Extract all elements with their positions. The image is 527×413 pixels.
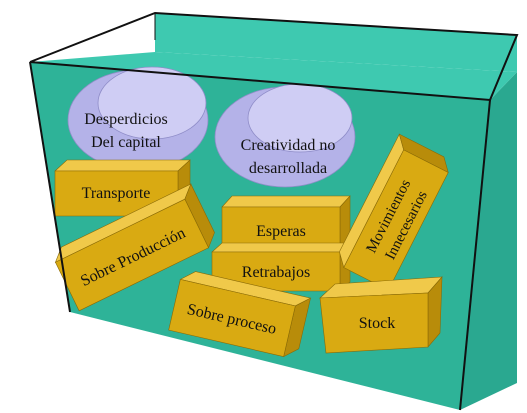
cylinder-capital-label-line-2: Del capital: [91, 134, 161, 151]
cylinder-creatividad: Creatividad no desarrollada: [214, 83, 356, 188]
brick-esperas-label: Esperas: [256, 223, 306, 240]
brick-sobre-produccion: Sobre Producción: [54, 183, 215, 312]
brick-stock-front: [319, 292, 429, 354]
brick-movimientos: Movimientos Innecesarios: [339, 133, 449, 291]
brick-stock: Stock: [319, 276, 443, 354]
brick-sobre-produccion-front: [55, 198, 209, 312]
water-right-face: [460, 72, 517, 410]
water-surface: [30, 52, 517, 100]
cylinder-capital: Desperdicios Del capital: [67, 66, 209, 171]
water-back-wall: [155, 13, 517, 72]
glass-top-rim: [29, 11, 519, 102]
brick-transporte-label: Transporte: [82, 185, 151, 202]
glass-tank-outline: [29, 11, 519, 411]
cylinder-capital-top: [97, 66, 207, 140]
brick-retrabajos-top: [211, 242, 351, 253]
glass-front-right-edge: [459, 99, 491, 411]
brick-stock-label: Stock: [359, 315, 395, 332]
brick-esperas-top: [221, 195, 351, 208]
cylinder-capital-label-line-1: Desperdicios: [84, 111, 168, 128]
brick-transporte-top: [54, 159, 191, 172]
cylinder-creatividad-label-line-2: desarrollada: [249, 160, 327, 177]
brick-sobre-proceso-front: [168, 279, 296, 357]
brick-transporte: Transporte: [54, 159, 191, 217]
glass-front-left-edge: [29, 61, 71, 313]
brick-retrabajos-label: Retrabajos: [242, 264, 310, 281]
cylinder-creatividad-label-line-1: Creatividad no: [241, 137, 336, 154]
brick-sobre-proceso: Sobre proceso: [168, 271, 312, 358]
